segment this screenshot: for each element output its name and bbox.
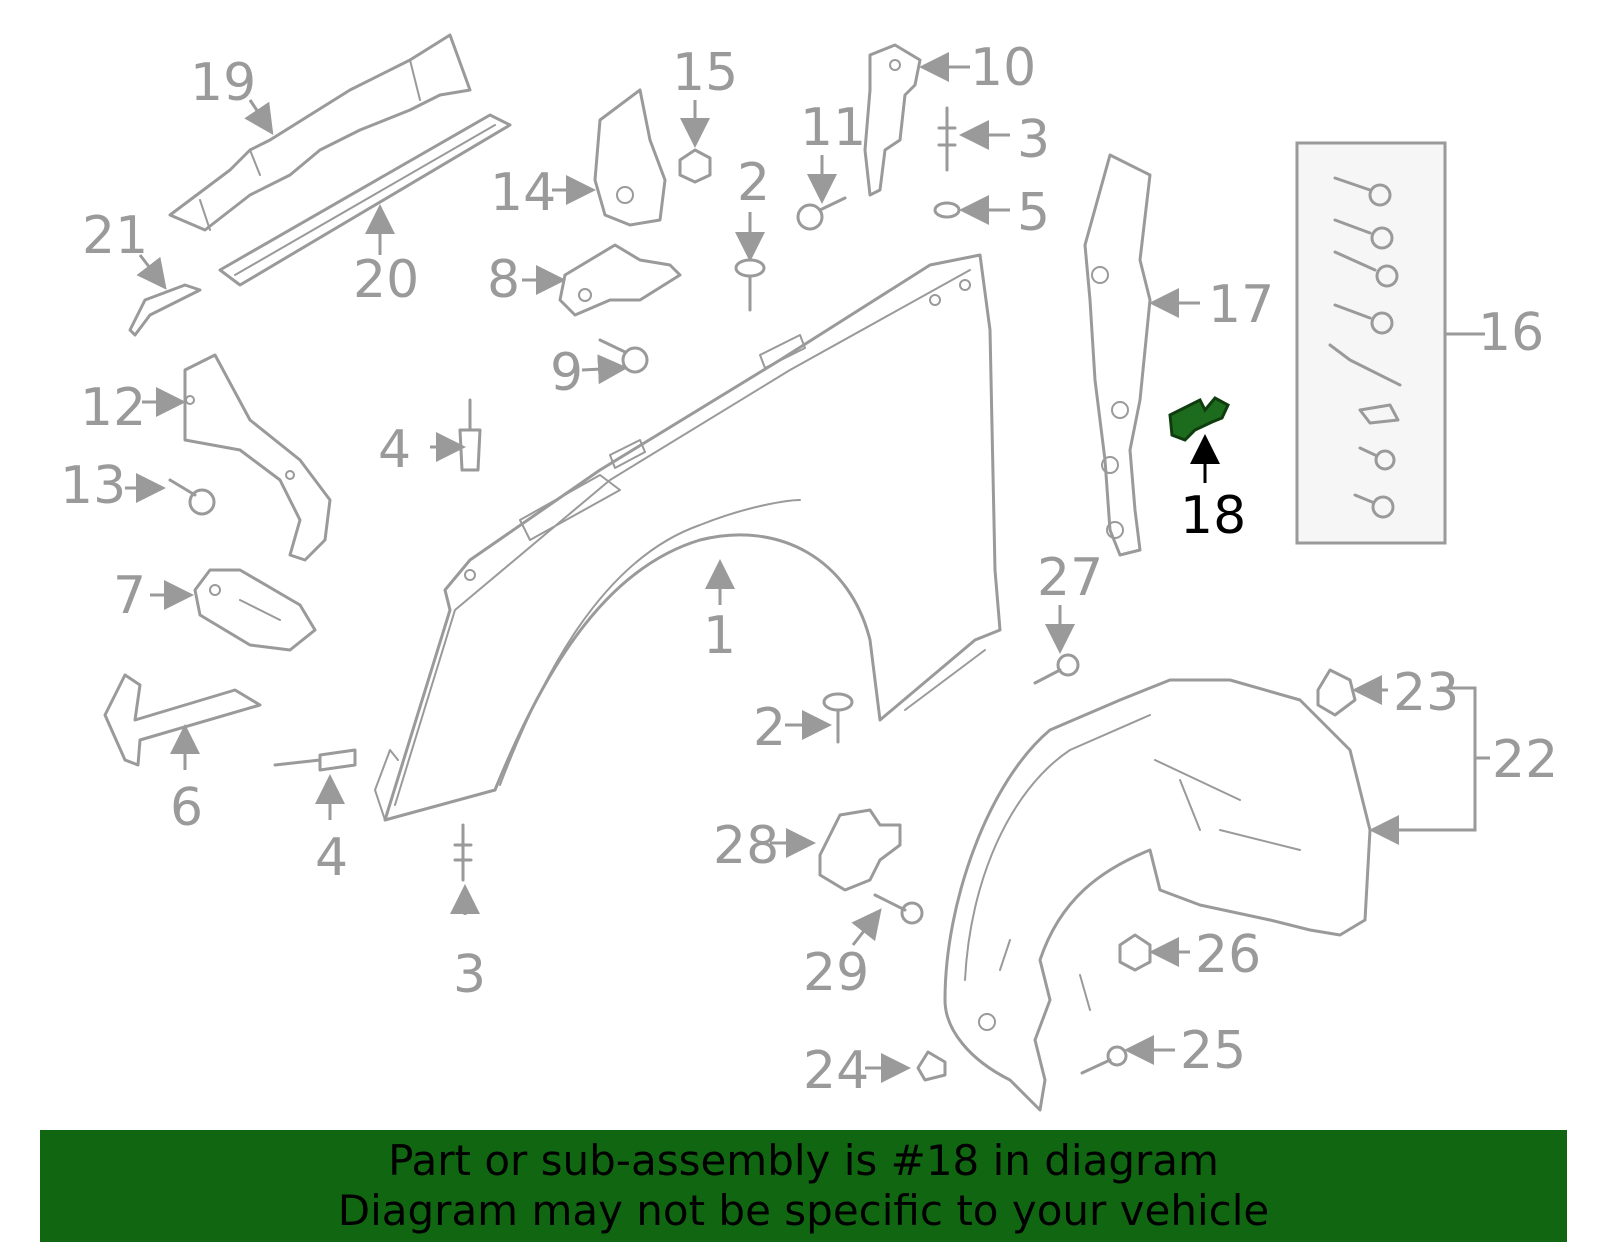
bolt-part-27 — [1033, 653, 1080, 685]
callout-14: 14 — [490, 163, 556, 223]
callout-1: 1 — [703, 606, 736, 666]
plate-part-7 — [193, 568, 317, 652]
callout-27: 27 — [1037, 548, 1103, 608]
bolt-part-11 — [796, 196, 847, 231]
callout-4a: 4 — [378, 420, 411, 480]
callout-4b: 4 — [315, 828, 348, 888]
callout-2a: 2 — [737, 153, 770, 213]
callout-16: 16 — [1478, 303, 1544, 363]
bracket-part-8 — [558, 243, 682, 317]
nut-part-15 — [678, 148, 712, 184]
callout-17: 17 — [1208, 275, 1274, 335]
callout-labels: 1 2 2 3 3 4 4 5 6 7 8 9 10 11 12 13 14 1… — [60, 38, 1558, 1101]
callout-15: 15 — [672, 43, 738, 103]
callout-3b: 3 — [1017, 110, 1050, 170]
callout-19: 19 — [190, 53, 256, 113]
pin-part-4a — [458, 398, 482, 472]
nut-part-26 — [1118, 933, 1152, 972]
bolt-part-25 — [1080, 1045, 1128, 1075]
callout-7: 7 — [113, 566, 146, 626]
callout-3a: 3 — [453, 945, 486, 1005]
bolt-part-2b — [822, 692, 854, 744]
bolt-part-13 — [168, 478, 216, 516]
bracket-part-6 — [103, 673, 262, 767]
bracket-part-17 — [1083, 153, 1152, 557]
stud-part-3b — [937, 106, 957, 172]
fender-part-1 — [374, 253, 1002, 822]
bolt-part-9 — [598, 338, 649, 374]
shield-part-19 — [168, 33, 472, 232]
callout-8: 8 — [487, 250, 520, 310]
banner-line-2: Diagram may not be specific to your vehi… — [337, 1186, 1270, 1235]
bracket-part-21 — [128, 283, 202, 337]
callout-25: 25 — [1180, 1021, 1246, 1081]
clip-part-23 — [1316, 668, 1357, 717]
bracket-part-12 — [183, 353, 332, 562]
callout-24: 24 — [803, 1041, 869, 1101]
clip-part-18 — [1168, 396, 1230, 442]
callout-12: 12 — [80, 378, 146, 438]
callout-23: 23 — [1393, 663, 1459, 723]
stud-part-3a — [453, 823, 473, 882]
liner-part-22 — [943, 678, 1372, 1112]
bolt-part-2a — [734, 258, 766, 312]
callout-5: 5 — [1017, 183, 1050, 243]
callout-9: 9 — [550, 343, 583, 403]
pin-part-4b — [273, 748, 357, 772]
callout-21: 21 — [82, 206, 148, 266]
washer-part-5 — [933, 201, 961, 219]
bracket-part-28 — [818, 808, 902, 892]
bolt-part-29 — [873, 893, 924, 925]
kit-box-part-16 — [1295, 141, 1447, 545]
rail-part-20 — [218, 113, 512, 287]
callout-22: 22 — [1492, 730, 1558, 790]
banner-line-1: Part or sub-assembly is #18 in diagram — [388, 1136, 1219, 1185]
callout-11: 11 — [800, 98, 866, 158]
callout-26: 26 — [1195, 925, 1261, 985]
bracket-part-10 — [863, 43, 922, 197]
callout-20: 20 — [353, 250, 419, 310]
callout-29: 29 — [803, 943, 869, 1003]
info-banner: Part or sub-assembly is #18 in diagram D… — [40, 1130, 1567, 1242]
callout-13: 13 — [60, 456, 126, 516]
clip-part-24 — [916, 1050, 947, 1082]
bracket-part-14 — [593, 88, 667, 227]
leader-lines — [125, 52, 1490, 1083]
callout-18-highlighted: 18 — [1180, 486, 1246, 546]
callout-10: 10 — [970, 38, 1036, 98]
callout-2b: 2 — [753, 698, 786, 758]
callout-6: 6 — [170, 778, 203, 838]
callout-28: 28 — [713, 816, 779, 876]
